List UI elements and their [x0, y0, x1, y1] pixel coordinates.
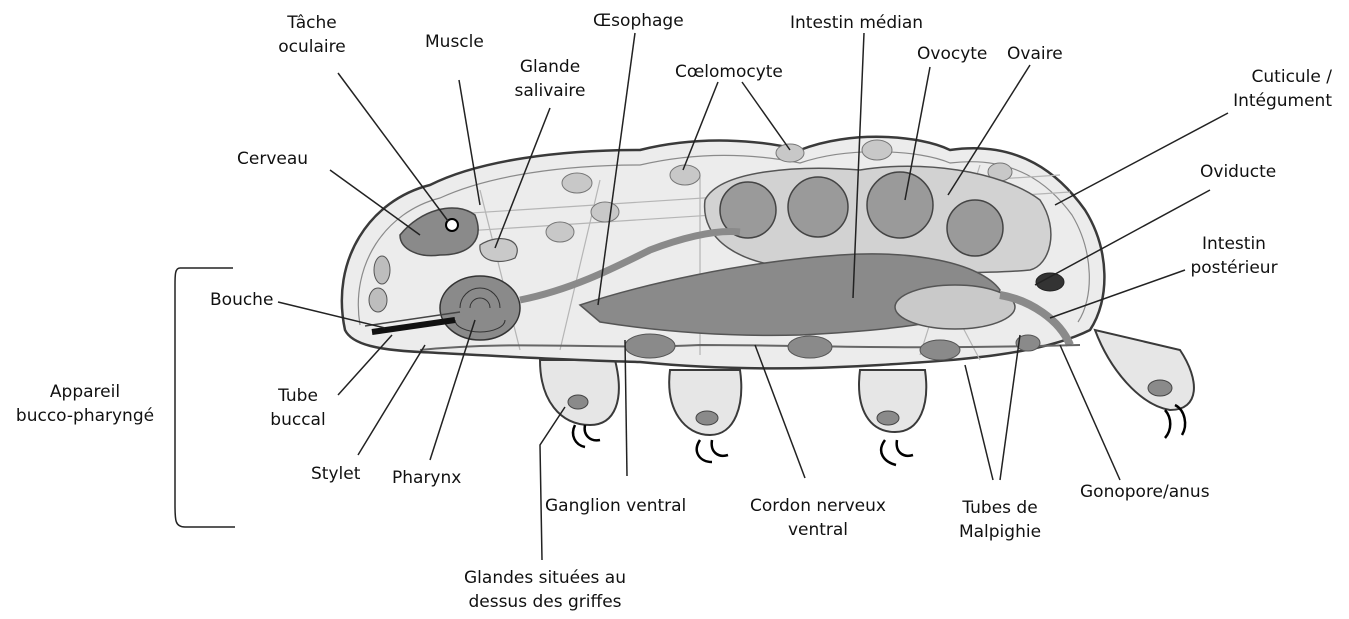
label-stylet: Stylet	[311, 462, 360, 486]
label-intestin-posterieur-line1: Intestin	[1190, 232, 1277, 256]
label-muscle: Muscle	[425, 30, 484, 54]
label-intestin-median: Intestin médian	[790, 11, 923, 35]
label-cordon-nerveux-line1: Cordon nerveux	[750, 494, 886, 518]
label-cordon-nerveux-ventral: Cordon nerveux ventral	[750, 494, 886, 542]
label-oesophage: Œsophage	[593, 9, 684, 33]
label-appareil-line1: Appareil	[16, 380, 154, 404]
label-glande-salivaire-line2: salivaire	[515, 79, 586, 103]
label-bouche: Bouche	[210, 288, 273, 312]
label-cerveau: Cerveau	[237, 147, 308, 171]
label-tache-oculaire-line2: oculaire	[278, 35, 345, 59]
label-tube-buccal-line2: buccal	[270, 408, 325, 432]
label-tube-buccal: Tube buccal	[270, 384, 325, 432]
label-intestin-posterieur: Intestin postérieur	[1190, 232, 1277, 280]
label-glande-salivaire-line1: Glande	[515, 55, 586, 79]
label-coelomocyte: Cœlomocyte	[675, 60, 783, 84]
label-gonopore-anus: Gonopore/anus	[1080, 480, 1210, 504]
label-tache-oculaire-line1: Tâche	[278, 11, 345, 35]
label-appareil-bucco-pharynge: Appareil bucco-pharyngé	[16, 380, 154, 428]
label-tache-oculaire: Tâche oculaire	[278, 11, 345, 59]
salivary-gland	[480, 239, 517, 262]
label-intestin-posterieur-line2: postérieur	[1190, 256, 1277, 280]
label-tubes-malpighie-line2: Malpighie	[959, 520, 1041, 544]
label-oviducte: Oviducte	[1200, 160, 1276, 184]
label-pharynx: Pharynx	[392, 466, 461, 490]
label-glande-salivaire: Glande salivaire	[515, 55, 586, 103]
label-ganglion-ventral: Ganglion ventral	[545, 494, 686, 518]
label-cuticule: Cuticule / Intégument	[1210, 65, 1332, 113]
label-cuticule-line1: Cuticule /	[1210, 65, 1332, 89]
label-tubes-malpighie-line1: Tubes de	[959, 496, 1041, 520]
label-cuticule-line2: Intégument	[1210, 89, 1332, 113]
label-ovocyte: Ovocyte	[917, 42, 987, 66]
pharynx	[440, 276, 520, 340]
label-tube-buccal-line1: Tube	[270, 384, 325, 408]
malpighian-tubes	[895, 285, 1015, 329]
label-tubes-malpighie: Tubes de Malpighie	[959, 496, 1041, 544]
label-appareil-line2: bucco-pharyngé	[16, 404, 154, 428]
label-cordon-nerveux-line2: ventral	[750, 518, 886, 542]
label-ovaire: Ovaire	[1007, 42, 1063, 66]
label-glandes-griffes-line2: dessus des griffes	[464, 590, 626, 614]
label-glandes-griffes-line1: Glandes situées au	[464, 566, 626, 590]
label-glandes-griffes: Glandes situées au dessus des griffes	[464, 566, 626, 614]
